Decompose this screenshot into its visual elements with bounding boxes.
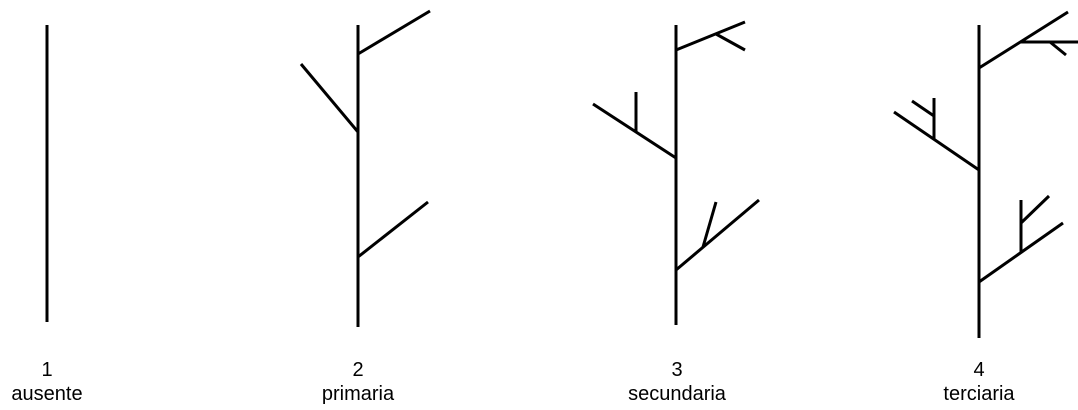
tertiary-branch: [1019, 194, 1051, 225]
tertiary-branch: [911, 99, 935, 118]
figure-number: 4: [973, 359, 985, 381]
figure-number: 2: [352, 359, 364, 381]
primary-branch: [978, 221, 1064, 284]
figure-label: secundaria: [628, 383, 726, 405]
figure-primaria: [299, 9, 431, 327]
caption-1: 1 ausente: [0, 358, 127, 406]
primary-branch: [357, 9, 431, 56]
primary-branch: [299, 63, 360, 133]
tertiary-branch: [1049, 40, 1067, 57]
caption-4: 4 terciaria: [899, 358, 1059, 406]
figure-terciaria: [893, 10, 1078, 338]
figure-label: terciaria: [943, 383, 1015, 405]
primary-branch: [357, 200, 429, 259]
figure-secundaria: [592, 20, 760, 325]
primary-branch: [978, 10, 1069, 70]
caption-2: 2 primaria: [278, 358, 438, 406]
primary-branch: [675, 20, 746, 52]
figure-label: primaria: [321, 383, 395, 405]
caption-3: 3 secundaria: [597, 358, 757, 406]
figure-number: 1: [41, 359, 53, 381]
secondary-branch: [715, 32, 746, 52]
primary-branch: [675, 198, 760, 272]
primary-branch: [893, 110, 980, 172]
figure-number: 3: [671, 359, 683, 381]
secondary-branch: [701, 201, 718, 248]
figure-label: ausente: [11, 383, 83, 405]
